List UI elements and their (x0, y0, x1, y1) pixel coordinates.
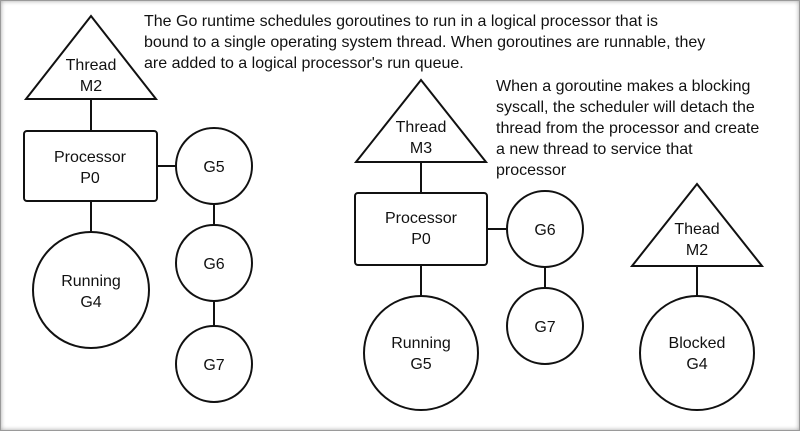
middle-running-id: G5 (410, 356, 431, 373)
left-processor-box (23, 130, 158, 202)
description-right: When a goroutine makes a blocking syscal… (496, 78, 759, 179)
description-top-line-1: The Go runtime schedules goroutines to r… (144, 13, 658, 30)
description-top-line-3: are added to a logical processor's run q… (144, 55, 464, 72)
description-right-line-3: thread from the processor and create (496, 120, 759, 137)
left-queue-label-g5: G5 (203, 159, 224, 176)
left-thread-label: Thread (66, 57, 117, 74)
right-thread-id: M2 (686, 242, 708, 259)
middle-thread-label: Thread (396, 119, 447, 136)
middle-thread-triangle (353, 78, 489, 163)
description-right-line-2: syscall, the scheduler will detach the (496, 99, 755, 116)
right-blocked-goroutine (639, 295, 755, 411)
left-running-goroutine (32, 231, 150, 349)
middle-queue-goroutine-g7 (506, 287, 584, 365)
left-running-id: G4 (80, 294, 101, 311)
left-processor-id: P0 (80, 170, 100, 187)
left-thread-triangle (23, 14, 159, 100)
middle-running-goroutine (363, 295, 479, 411)
right-blocked-id: G4 (686, 356, 707, 373)
left-queue-label-g7: G7 (203, 357, 224, 374)
middle-processor-box (354, 192, 488, 266)
middle-processor-id: P0 (411, 231, 431, 248)
left-queue-goroutine-g7 (175, 325, 253, 403)
right-scenario: Thead M2 Blocked G4 (629, 182, 765, 411)
left-processor-label: Processor (54, 149, 127, 166)
middle-queue-goroutine-g6 (506, 190, 584, 268)
right-blocked-label: Blocked (669, 335, 726, 352)
description-right-line-1: When a goroutine makes a blocking (496, 78, 750, 95)
description-top-line-2: bound to a single operating system threa… (144, 34, 705, 51)
description-right-line-5: processor (496, 162, 567, 179)
middle-queue-label-g6: G6 (534, 222, 555, 239)
left-scenario: Thread M2 Processor P0 Running G4 G5 G6 … (23, 14, 253, 403)
description-right-line-4: a new thread to service that (496, 141, 693, 158)
middle-thread-id: M3 (410, 140, 432, 157)
right-thread-triangle (629, 182, 765, 267)
middle-running-label: Running (391, 335, 451, 352)
left-queue-goroutine-g6 (175, 224, 253, 302)
middle-queue-label-g7: G7 (534, 319, 555, 336)
middle-processor-label: Processor (385, 210, 458, 227)
right-thread-label: Thead (674, 221, 719, 238)
left-queue-label-g6: G6 (203, 256, 224, 273)
description-top: The Go runtime schedules goroutines to r… (144, 13, 705, 72)
middle-scenario: Thread M3 Processor P0 Running G5 G6 G7 (353, 78, 584, 411)
left-running-label: Running (61, 273, 121, 290)
left-queue-goroutine-g5 (175, 127, 253, 205)
left-thread-id: M2 (80, 78, 102, 95)
